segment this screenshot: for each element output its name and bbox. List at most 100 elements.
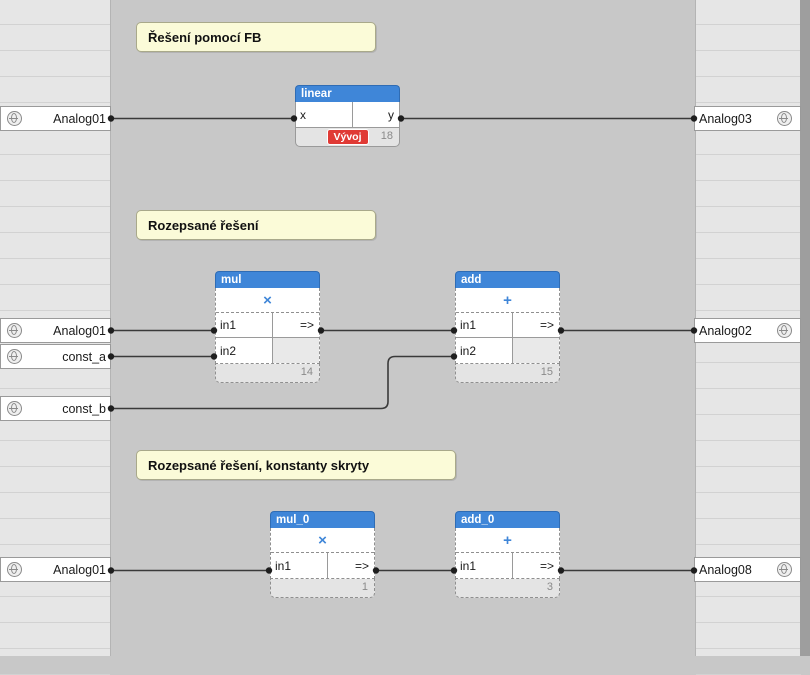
gutter-row[interactable] xyxy=(0,260,110,285)
gutter-row[interactable] xyxy=(0,442,110,467)
gutter-row[interactable] xyxy=(696,572,801,597)
output-variable-analog08[interactable]: Analog08 xyxy=(694,557,801,582)
gutter-row[interactable] xyxy=(696,156,801,181)
input-variable-const-a[interactable]: const_a xyxy=(0,344,111,369)
gutter-row[interactable] xyxy=(0,52,110,77)
gutter-row[interactable] xyxy=(0,494,110,519)
block-output-pin[interactable]: => xyxy=(539,318,554,332)
gutter-row[interactable] xyxy=(696,26,801,51)
block-pin-row[interactable]: in2 xyxy=(456,338,559,363)
input-variable-analog01-row1[interactable]: Analog01 xyxy=(0,106,111,131)
function-block-linear[interactable]: linear x y Vývoj 18 xyxy=(295,85,400,147)
gutter-row[interactable] xyxy=(696,338,801,363)
gutter-row[interactable] xyxy=(0,26,110,51)
gutter-row[interactable] xyxy=(696,52,801,77)
gutter-row[interactable] xyxy=(0,520,110,545)
block-title: add xyxy=(455,271,560,288)
globe-icon xyxy=(7,111,22,126)
input-variable-analog01-row2[interactable]: Analog01 xyxy=(0,318,111,343)
block-body: x y xyxy=(295,102,400,128)
block-id-number: 14 xyxy=(300,366,313,378)
gutter-row[interactable] xyxy=(696,650,801,675)
block-title: mul xyxy=(215,271,320,288)
block-pin-row[interactable]: in1 => xyxy=(456,313,559,338)
gutter-row[interactable] xyxy=(0,208,110,233)
block-input-pin-in1[interactable]: in1 xyxy=(271,553,328,578)
globe-icon xyxy=(777,323,792,338)
gutter-row[interactable] xyxy=(696,416,801,441)
gutter-row[interactable] xyxy=(696,598,801,623)
block-input-pin-in1[interactable]: in1 xyxy=(216,313,273,337)
gutter-row[interactable] xyxy=(696,78,801,103)
globe-icon xyxy=(7,401,22,416)
block-body: × in1 => in2 xyxy=(215,288,320,364)
block-footer: 14 xyxy=(215,364,320,383)
globe-icon xyxy=(7,349,22,364)
block-output-pin[interactable]: => xyxy=(354,558,369,573)
comment-text: Rozepsané řešení, konstanty skryty xyxy=(148,457,370,473)
function-block-add[interactable]: add + in1 => in2 15 xyxy=(455,271,560,383)
gutter-row[interactable] xyxy=(0,598,110,623)
gutter-row[interactable] xyxy=(696,390,801,415)
gutter-row[interactable] xyxy=(696,234,801,259)
gutter-row[interactable] xyxy=(0,0,110,25)
gutter-row[interactable] xyxy=(696,520,801,545)
block-pin-row[interactable]: in1 => xyxy=(271,553,374,578)
block-output-pin[interactable]: => xyxy=(299,318,314,332)
gutter-row[interactable] xyxy=(696,442,801,467)
block-body: + in1 => xyxy=(455,528,560,579)
gutter-row[interactable] xyxy=(696,260,801,285)
block-input-pin-in1[interactable]: in1 xyxy=(456,553,513,578)
gutter-row[interactable] xyxy=(696,130,801,155)
function-block-mul-0[interactable]: mul_0 × in1 => 1 xyxy=(270,511,375,598)
comment-box-3[interactable]: Rozepsané řešení, konstanty skryty xyxy=(136,450,456,480)
block-output-pin-y[interactable]: y xyxy=(388,107,394,122)
gutter-row[interactable] xyxy=(696,364,801,389)
block-output-filler xyxy=(273,338,319,363)
gutter-row[interactable] xyxy=(0,182,110,207)
block-input-pin-in1[interactable]: in1 xyxy=(456,313,513,337)
output-variable-analog03[interactable]: Analog03 xyxy=(694,106,801,131)
gutter-row[interactable] xyxy=(696,494,801,519)
gutter-row[interactable] xyxy=(0,78,110,103)
block-title: add_0 xyxy=(455,511,560,528)
gutter-row[interactable] xyxy=(0,468,110,493)
gutter-row[interactable] xyxy=(696,286,801,311)
block-input-pin-in2[interactable]: in2 xyxy=(456,338,513,363)
gutter-row[interactable] xyxy=(696,0,801,25)
gutter-row[interactable] xyxy=(696,182,801,207)
block-pin-row[interactable]: in2 xyxy=(216,338,319,363)
gutter-row[interactable] xyxy=(696,208,801,233)
status-badge: Vývoj xyxy=(326,129,369,145)
gutter-row[interactable] xyxy=(0,624,110,649)
gutter-row[interactable] xyxy=(0,416,110,441)
gutter-row[interactable] xyxy=(0,572,110,597)
gutter-row[interactable] xyxy=(0,286,110,311)
block-output-pin[interactable]: => xyxy=(539,558,554,573)
function-block-add-0[interactable]: add_0 + in1 => 3 xyxy=(455,511,560,598)
input-variable-analog01-row3[interactable]: Analog01 xyxy=(0,557,111,582)
gutter-row[interactable] xyxy=(696,468,801,493)
gutter-row[interactable] xyxy=(0,130,110,155)
block-operator-symbol: × xyxy=(216,288,319,313)
variable-label: const_a xyxy=(62,349,106,364)
block-pin-row[interactable]: in1 => xyxy=(216,313,319,338)
gutter-row[interactable] xyxy=(696,624,801,649)
gutter-row[interactable] xyxy=(0,650,110,675)
block-input-pin-x[interactable]: x xyxy=(296,102,353,127)
gutter-row[interactable] xyxy=(0,234,110,259)
output-variable-analog02[interactable]: Analog02 xyxy=(694,318,801,343)
block-pin-row[interactable]: in1 => xyxy=(456,553,559,578)
function-block-mul[interactable]: mul × in1 => in2 14 xyxy=(215,271,320,383)
block-body: × in1 => xyxy=(270,528,375,579)
gutter-row[interactable] xyxy=(0,364,110,389)
block-pin-row[interactable]: x y xyxy=(296,102,399,127)
block-footer: 3 xyxy=(455,579,560,598)
comment-box-2[interactable]: Rozepsané řešení xyxy=(136,210,376,240)
input-variable-const-b[interactable]: const_b xyxy=(0,396,111,421)
comment-box-1[interactable]: Řešení pomocí FB xyxy=(136,22,376,52)
gutter-row[interactable] xyxy=(0,156,110,181)
variable-label: Analog03 xyxy=(699,111,752,126)
block-input-pin-in2[interactable]: in2 xyxy=(216,338,273,363)
